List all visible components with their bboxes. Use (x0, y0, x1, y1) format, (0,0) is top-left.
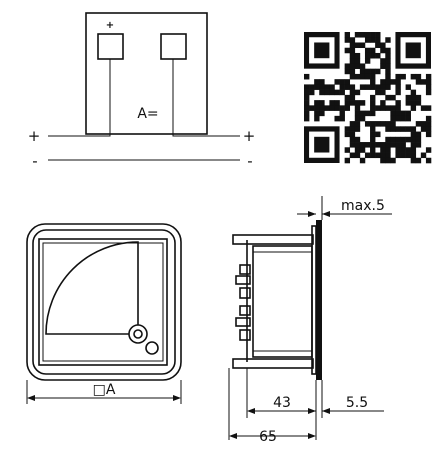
qr-code-icon (304, 32, 432, 164)
terminal-studs (235, 264, 251, 341)
plus-right-label: + (243, 127, 256, 145)
width-label: □A (93, 382, 116, 398)
pointer-pivot-center (133, 329, 143, 339)
lead-plus (48, 59, 111, 137)
front-view: □A (26, 223, 182, 404)
meter-body-outline (85, 12, 208, 135)
depth-inner-label: 43 (273, 395, 291, 411)
bezel-inner (32, 229, 176, 375)
bezel-outer (26, 223, 182, 381)
side-housing (252, 245, 313, 358)
window-inner (42, 242, 164, 362)
max-label: max.5 (341, 198, 385, 214)
terminal-plus (97, 33, 124, 60)
depth-total-label: 65 (259, 429, 277, 445)
clamp-bottom (232, 358, 314, 369)
terminal-minus (160, 33, 187, 60)
side-view: max.5 43 5.5 65 (228, 196, 392, 445)
minus-left-label: - (32, 152, 37, 170)
plus-left-label: + (28, 127, 41, 145)
clamp-top (232, 234, 314, 245)
wiring-diagram: + A= + + - - (28, 12, 256, 170)
scale-arc (45, 241, 139, 335)
meter-label: A= (137, 106, 158, 122)
panel-label: 5.5 (346, 395, 368, 411)
lead-minus (172, 59, 240, 137)
zero-adjust-screw (145, 341, 159, 355)
side-bezel (316, 220, 322, 380)
terminal-plus-mark: + (106, 20, 114, 31)
window-outer (38, 238, 168, 366)
minus-right-label: - (247, 152, 252, 170)
